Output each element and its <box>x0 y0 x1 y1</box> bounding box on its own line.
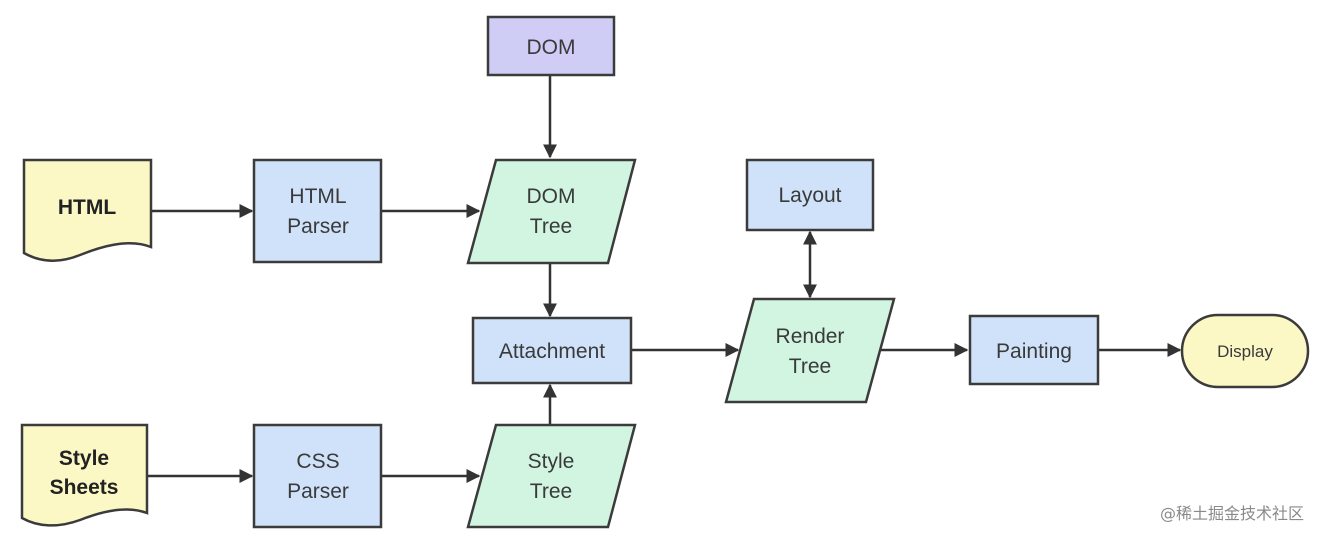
edges <box>148 75 1182 483</box>
node-html-parser-label-line-1: HTML <box>289 185 346 208</box>
node-display-label: Display <box>1217 342 1273 361</box>
node-layout: Layout <box>745 158 875 232</box>
node-style-tree: Style Tree <box>466 423 637 529</box>
node-style-tree-label-line-2: Tree <box>530 480 572 503</box>
node-css-parser-label-line-1: CSS <box>296 450 339 473</box>
node-layout-label: Layout <box>778 184 841 207</box>
node-painting-label: Painting <box>996 340 1072 363</box>
node-dom-label: DOM <box>527 36 576 59</box>
node-style-sheets-label-line-2: Sheets <box>50 476 119 499</box>
node-dom-tree-label-line-1: DOM <box>527 185 576 208</box>
node-style-sheets-document: Style Sheets <box>20 423 149 527</box>
node-style-tree-label-line-1: Style <box>528 450 575 473</box>
node-html-parser-label-line-2: Parser <box>287 215 349 238</box>
node-attachment: Attachment <box>471 316 633 385</box>
node-css-parser: CSS Parser <box>252 423 383 529</box>
node-display-terminator: Display <box>1180 313 1310 389</box>
node-attachment-label: Attachment <box>499 340 605 363</box>
node-painting: Painting <box>968 314 1100 386</box>
node-html-parser: HTML Parser <box>252 158 383 264</box>
node-render-tree-label-line-2: Tree <box>789 355 831 378</box>
node-dom-tree-label-line-2: Tree <box>530 215 572 238</box>
node-render-tree-label-line-1: Render <box>776 325 845 348</box>
watermark-text: @稀土掘金技术社区 <box>1159 504 1304 523</box>
node-html-label: HTML <box>58 196 116 219</box>
node-html-document: HTML <box>22 158 153 262</box>
node-dom: DOM <box>486 15 616 77</box>
node-render-tree: Render Tree <box>724 297 896 404</box>
node-style-sheets-label-line-1: Style <box>59 447 109 470</box>
node-dom-tree: DOM Tree <box>466 158 637 265</box>
node-css-parser-label-line-2: Parser <box>287 480 349 503</box>
